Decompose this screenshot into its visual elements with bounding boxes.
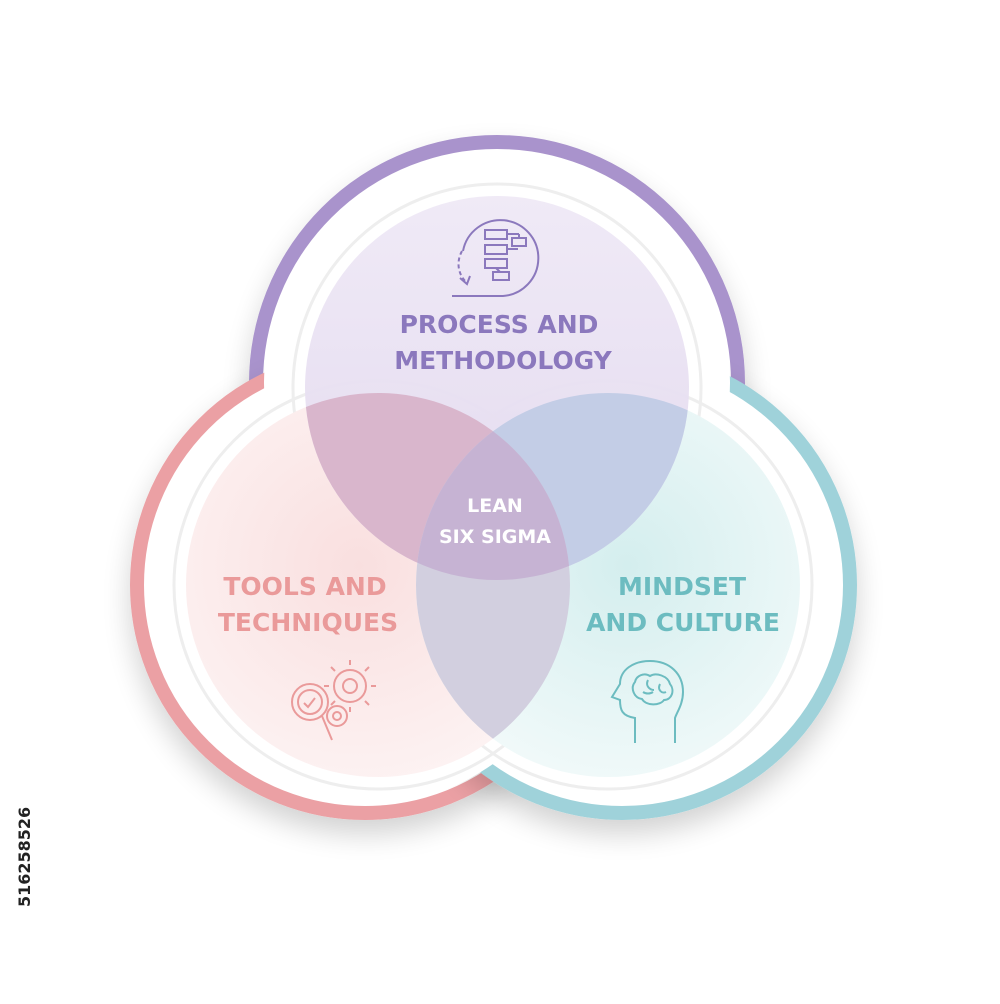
mindset-label-line1: MINDSET (618, 572, 746, 601)
mindset-label: MINDSET AND CULTURE (586, 572, 780, 637)
mindset-label-line2: AND CULTURE (586, 608, 780, 637)
process-label: PROCESS AND METHODOLOGY (394, 310, 612, 375)
stock-id-text: 516258526 (15, 807, 34, 907)
venn-sets (186, 196, 800, 777)
center-label: LEAN SIX SIGMA (439, 495, 551, 548)
center-label-line1: LEAN (467, 495, 523, 517)
gears-magnifier-icon (291, 660, 376, 741)
tools-label-line2: TECHNIQUES (218, 608, 398, 637)
head-brain-icon (610, 659, 685, 743)
center-label-line2: SIX SIGMA (439, 526, 551, 548)
process-label-line2: METHODOLOGY (394, 346, 612, 375)
process-label-line1: PROCESS AND (400, 310, 599, 339)
tools-label-line1: TOOLS AND (223, 572, 386, 601)
center-overlap (416, 393, 570, 580)
process-flowchart-icon (452, 219, 540, 297)
tools-label: TOOLS AND TECHNIQUES (218, 572, 398, 637)
stock-id-value: 516258526 (15, 807, 34, 907)
